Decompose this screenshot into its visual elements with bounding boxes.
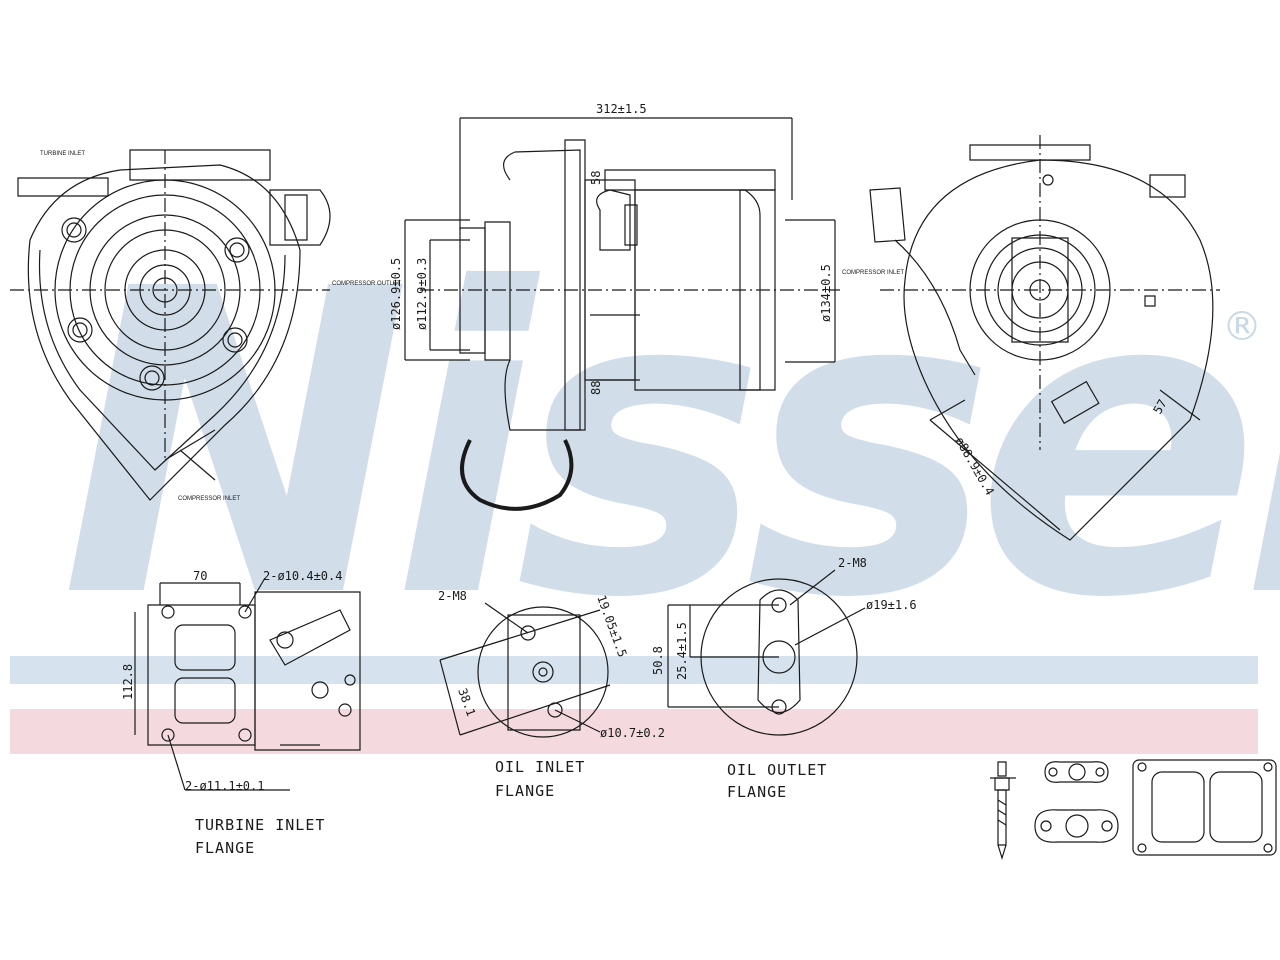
tif-holes-bottom: 2-ø11.1±0.1 bbox=[185, 779, 264, 793]
oil-outlet-flange-drawing bbox=[668, 570, 865, 735]
turbine-outlet-dia-1: ø126.9±0.5 bbox=[389, 258, 403, 330]
overall-length-dim: 312±1.5 bbox=[596, 102, 647, 116]
tif-label-1: TURBINE INLET bbox=[195, 816, 325, 834]
pink-band bbox=[10, 709, 1258, 754]
oof-spacing: 50.8 bbox=[651, 646, 665, 675]
compressor-outlet-dim: 57 bbox=[1150, 397, 1169, 417]
tif-height-dim: 112.8 bbox=[121, 664, 135, 700]
side-section-view bbox=[405, 118, 840, 509]
tif-label-2: FLANGE bbox=[195, 839, 255, 857]
oil-inlet-flange-drawing bbox=[440, 603, 610, 737]
turbine-inlet-flange-drawing bbox=[135, 578, 360, 790]
oof-thread: 2-M8 bbox=[838, 556, 867, 570]
oif-angle: 19.05±1.5 bbox=[594, 593, 629, 659]
oof-label-1: OIL OUTLET bbox=[727, 761, 827, 779]
oif-label-2: FLANGE bbox=[495, 782, 555, 800]
compressor-inlet-dia: ø134±0.5 bbox=[819, 264, 833, 322]
turbine-inlet-callout-left: TURBINE INLET bbox=[40, 151, 85, 157]
turbine-gasket-icon bbox=[1133, 760, 1276, 855]
oof-bore: ø19±1.6 bbox=[866, 598, 917, 612]
oif-label-1: OIL INLET bbox=[495, 758, 585, 776]
oif-spacing: 38.1 bbox=[455, 686, 478, 718]
compressor-inlet-callout-mid: COMPRESSOR INLET bbox=[842, 270, 904, 276]
oif-bore: ø10.7±0.2 bbox=[600, 726, 665, 740]
turbine-side-view bbox=[10, 150, 330, 500]
small-dim: 58 bbox=[589, 171, 603, 185]
oof-half-spacing: 25.4±1.5 bbox=[675, 622, 689, 680]
bolt-icon bbox=[990, 762, 1016, 858]
compressor-outlet-callout: COMPRESSOR OUTLET bbox=[332, 281, 401, 287]
tif-holes-top: 2-ø10.4±0.4 bbox=[263, 569, 342, 583]
compressor-outlet-dia: ø88.9±0.4 bbox=[952, 435, 997, 498]
oif-thread: 2-M8 bbox=[438, 589, 467, 603]
turbine-outlet-dia-2: ø112.9±0.3 bbox=[415, 258, 429, 330]
compressor-inlet-callout: COMPRESSOR INLET bbox=[178, 496, 240, 502]
compressor-side-view bbox=[870, 135, 1220, 540]
oof-label-2: FLANGE bbox=[727, 783, 787, 801]
oil-drain-dim: 88 bbox=[589, 381, 603, 395]
tif-width-dim: 70 bbox=[193, 569, 207, 583]
oil-gasket-icon bbox=[1035, 762, 1118, 842]
